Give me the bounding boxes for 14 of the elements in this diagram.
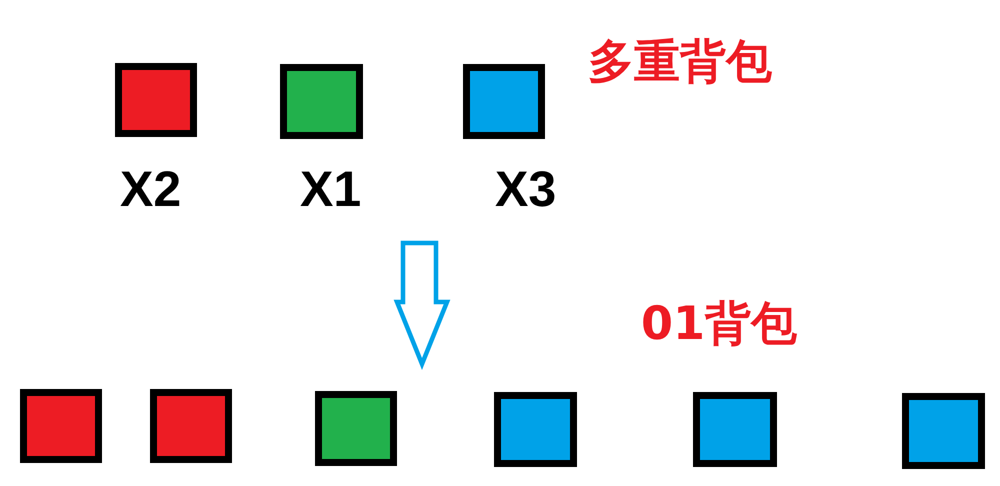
variable-label: X2 xyxy=(120,164,182,214)
square-block xyxy=(902,393,985,469)
square-block xyxy=(280,64,363,139)
square-block xyxy=(315,391,397,466)
square-block xyxy=(693,392,777,467)
square-block xyxy=(494,392,577,467)
variable-label: X3 xyxy=(495,164,556,214)
square-block xyxy=(150,389,232,463)
section-heading: 多重背包 xyxy=(588,38,772,84)
square-block xyxy=(115,63,197,137)
variable-label: X1 xyxy=(300,164,362,214)
section-heading: 01背包 xyxy=(641,300,798,346)
square-block xyxy=(463,64,545,139)
square-block xyxy=(20,389,102,463)
